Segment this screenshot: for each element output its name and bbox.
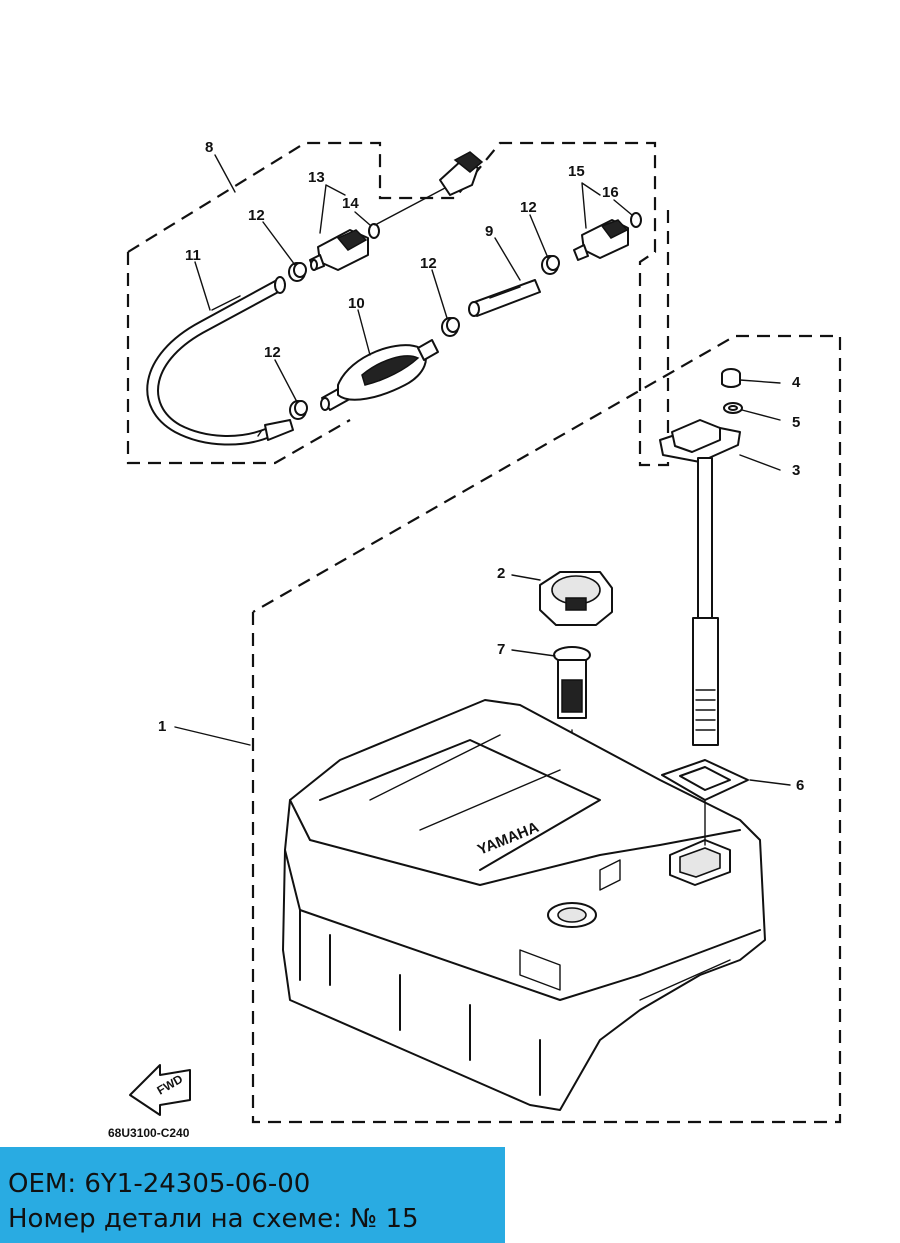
callout-1: 1 [158, 718, 166, 735]
fuel-connector-15 [573, 219, 629, 261]
fwd-arrow-icon: FWD [129, 1064, 191, 1116]
callout-2: 2 [497, 565, 505, 582]
fuel-meter-3 [659, 419, 741, 746]
callout-9: 9 [485, 223, 493, 240]
drawing-code: 68U3100-C240 [108, 1126, 190, 1140]
screw-4 [721, 368, 741, 388]
gasket-6 [661, 759, 749, 801]
fuel-connector-13 [309, 229, 369, 271]
primer-bulb-10 [320, 339, 439, 411]
callout-15: 15 [568, 163, 585, 180]
callout-10: 10 [348, 295, 365, 312]
diagram-part-number: Номер детали на схеме: № 15 [8, 1204, 419, 1234]
callout-4: 4 [792, 374, 801, 391]
fuel-hose-9 [468, 279, 541, 317]
callout-14: 14 [342, 195, 359, 212]
callout-8: 8 [205, 139, 213, 156]
hose-clamp-12 [288, 255, 560, 420]
callout-12-d: 12 [264, 344, 281, 361]
callout-16: 16 [602, 184, 619, 201]
callout-7: 7 [497, 641, 505, 658]
callout-3: 3 [792, 462, 800, 479]
washer-5 [723, 402, 743, 414]
strainer-7 [553, 646, 591, 891]
fuel-hose-11 [146, 276, 294, 446]
callout-12-b: 12 [520, 199, 537, 216]
callout-5: 5 [792, 414, 800, 431]
oem-number: OEM: 6Y1-24305-06-00 [8, 1169, 311, 1199]
callout-11: 11 [185, 247, 201, 264]
o-ring-16 [630, 212, 642, 228]
leader-lines [174, 154, 791, 786]
callout-13: 13 [308, 169, 325, 186]
part-info-banner: OEM: 6Y1-24305-06-00 Номер детали на схе… [0, 1147, 505, 1243]
o-ring-14 [368, 223, 380, 239]
callout-12-c: 12 [420, 255, 437, 272]
fuel-tank-1: YAMAHA [282, 699, 766, 1111]
tank-group-outline [251, 334, 842, 1124]
callout-6: 6 [796, 777, 804, 794]
callout-12-a: 12 [248, 207, 265, 224]
engine-fuel-fitting [374, 151, 484, 226]
fuel-line-group-outline [126, 141, 670, 467]
filler-cap-2 [539, 571, 613, 626]
